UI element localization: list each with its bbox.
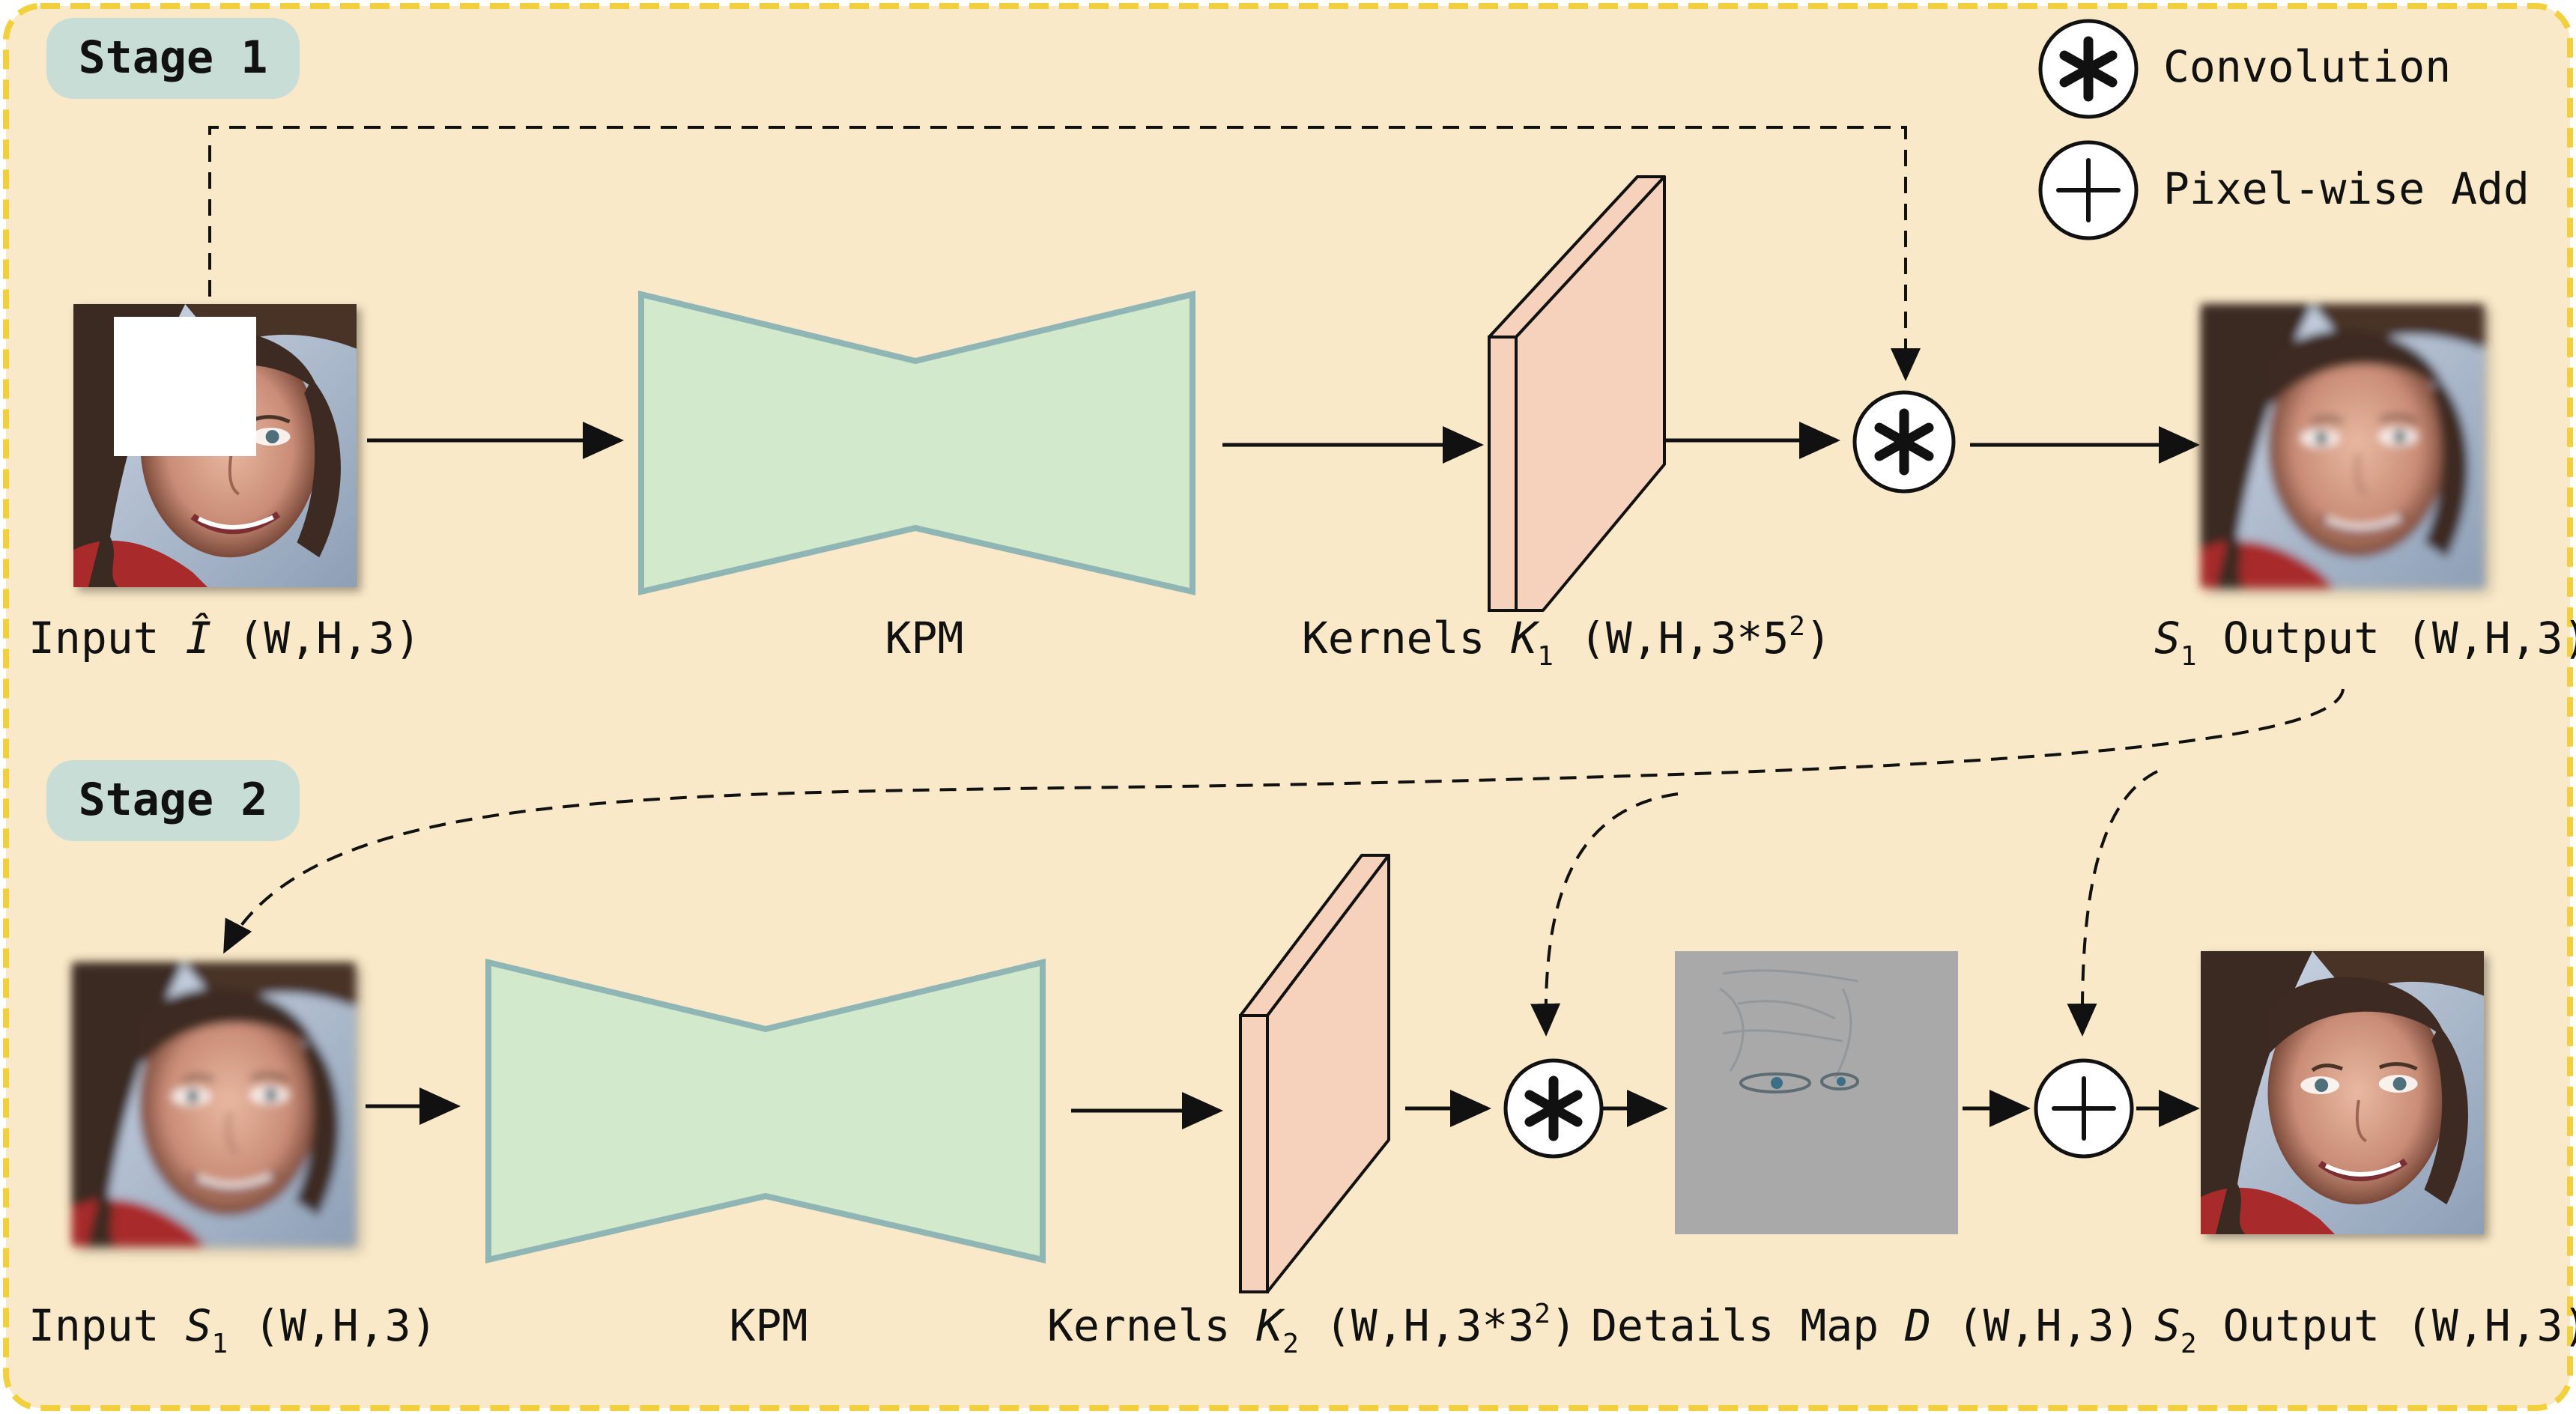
stage2-input-label: Input S1 (W,H,3) xyxy=(28,1300,437,1359)
stage1-skip-connection xyxy=(208,126,1921,381)
stage2-badge xyxy=(46,760,300,841)
stage2-convolution-op xyxy=(1503,1058,1604,1159)
stage2-connection-to-add xyxy=(2067,770,2158,1037)
stage1-input-label: Input Î (W,H,3) xyxy=(28,612,421,664)
stage1-kpm-block xyxy=(638,290,1195,596)
stage1-badge xyxy=(46,18,300,99)
convolution-icon xyxy=(1524,1075,1583,1141)
stage2-add-op xyxy=(2034,1058,2134,1159)
plus-icon xyxy=(2052,1076,2116,1141)
convolution-icon xyxy=(2059,36,2118,102)
legend-add-item: Pixel-wise Add xyxy=(2038,140,2530,240)
stage2-group: Stage 2 xyxy=(28,688,2576,1359)
stage1-badge-text: Stage 1 xyxy=(79,31,268,84)
plus-icon xyxy=(2056,158,2121,222)
stage1-convolution-op xyxy=(1852,390,1956,494)
stage1-kernels-label: Kernels K1 (W,H,3*52) xyxy=(1302,611,1831,672)
stage2-badge-text: Stage 2 xyxy=(79,774,268,826)
stage2-output-image xyxy=(2201,951,2484,1234)
legend-add-label: Pixel-wise Add xyxy=(2163,163,2530,214)
stage1-group: Stage 1 xyxy=(28,18,2576,672)
stage1-output-label: S1 Output (W,H,3) xyxy=(2154,613,2576,672)
legend-convolution-label: Convolution xyxy=(2163,41,2451,92)
convolution-icon xyxy=(1874,408,1934,476)
stage2-kernels-block xyxy=(1239,854,1390,1293)
stage2-output-label: S2 Output (W,H,3) xyxy=(2154,1300,2576,1359)
stage2-connection-to-input xyxy=(223,688,2345,954)
legend: Convolution Pixel-wise Add xyxy=(2038,19,2530,240)
stage2-connection-to-conv xyxy=(1530,792,1679,1037)
stage1-output-image xyxy=(2201,304,2484,587)
stage1-input-mask xyxy=(114,317,256,456)
legend-convolution-item: Convolution xyxy=(2038,19,2451,119)
stage2-kpm-label: KPM xyxy=(730,1300,808,1351)
stage2-details-label: Details Map D (W,H,3) xyxy=(1591,1300,2140,1351)
stage1-kpm-label: KPM xyxy=(885,613,964,664)
stage2-details-map xyxy=(1675,951,1958,1234)
stage2-kernels-label: Kernels K2 (W,H,3*32) xyxy=(1047,1299,1577,1359)
stage2-input-image xyxy=(72,962,355,1245)
stage1-kernels-block xyxy=(1488,175,1666,612)
stage2-kpm-block xyxy=(485,958,1046,1264)
